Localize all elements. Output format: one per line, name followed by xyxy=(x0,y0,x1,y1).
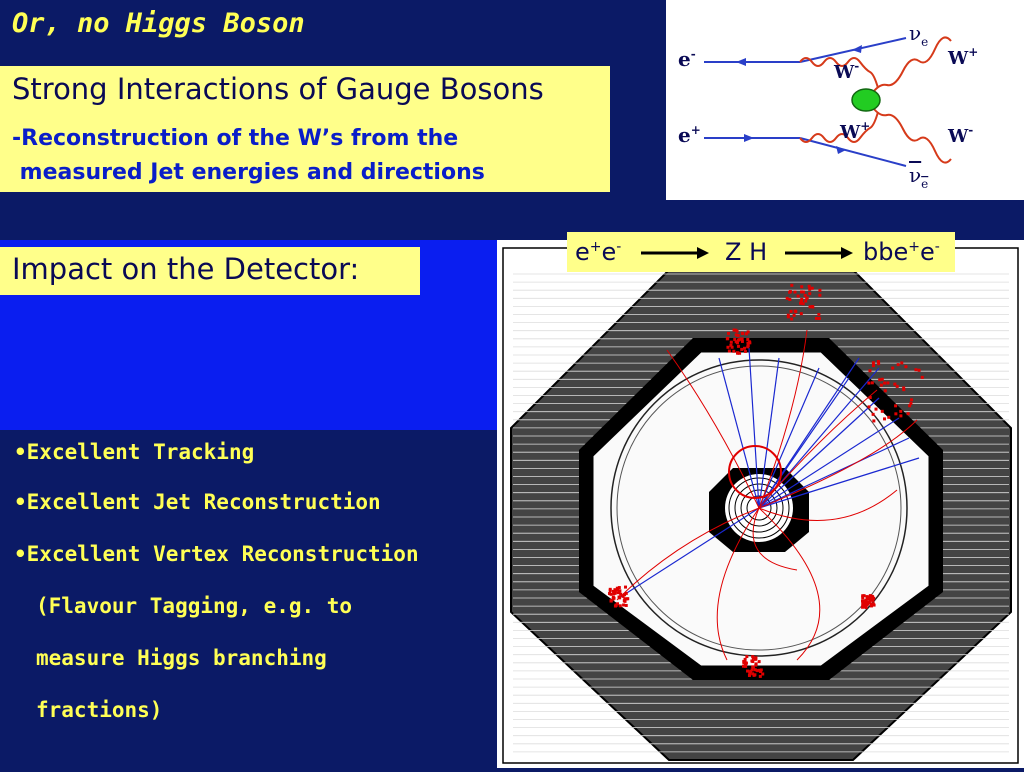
list-item-continuation: measure Higgs branching xyxy=(36,646,327,670)
vertex-layer-3 xyxy=(740,489,778,527)
reconstruction-line-1: -Reconstruction of the W’s from the xyxy=(12,126,459,151)
vertex-layer-1 xyxy=(728,477,790,539)
label-w-minus-in: W- xyxy=(833,59,859,83)
process-initial-state: e+e- xyxy=(575,238,622,266)
label-e-minus: e- xyxy=(678,47,696,71)
label-w-plus-out: W+ xyxy=(947,45,978,69)
neutrino-arrow xyxy=(852,45,862,53)
gauge-boson-box: Strong Interactions of Gauge Bosons -Rec… xyxy=(0,66,610,192)
reconstruction-text: -Reconstruction of the W’s from the meas… xyxy=(12,122,485,190)
w-minus-outgoing xyxy=(870,104,952,164)
antineutrino-line xyxy=(799,137,907,167)
tpc-inner-circle xyxy=(616,365,902,651)
vertex-layer-4 xyxy=(746,495,772,521)
list-item: •Excellent Tracking xyxy=(14,440,255,464)
detector-impact-box: Impact on the Detector: xyxy=(0,247,420,295)
detector-event-display xyxy=(497,240,1024,768)
detector-svg xyxy=(502,247,1019,764)
list-item-continuation: (Flavour Tagging, e.g. to xyxy=(36,594,353,618)
label-w-minus-out: W- xyxy=(947,123,973,147)
w-plus-outgoing xyxy=(870,36,952,96)
list-item-continuation: fractions) xyxy=(36,698,163,722)
vertex-blob xyxy=(851,88,881,112)
tpc-outer-circle xyxy=(610,359,908,657)
detector-impact-heading: Impact on the Detector: xyxy=(12,252,360,286)
gauge-boson-heading: Strong Interactions of Gauge Bosons xyxy=(12,72,544,106)
positron-arrow xyxy=(744,134,754,142)
feynman-diagram-svg: e- e+ νe νe W+ W- W- W+ xyxy=(678,21,978,191)
vertex-layer-2 xyxy=(734,483,784,533)
process-arrow-1 xyxy=(641,247,709,259)
label-nubar-e: νe xyxy=(909,163,928,191)
antineutrino-arrow xyxy=(836,146,846,154)
label-e-plus: e+ xyxy=(678,123,701,147)
label-nu-e: νe xyxy=(909,21,928,49)
reconstruction-line-2: measured Jet energies and directions xyxy=(12,160,485,185)
w-plus-internal xyxy=(799,111,879,143)
feynman-diagram: e- e+ νe νe W+ W- W- W+ xyxy=(666,0,1024,200)
process-final-state: bbe+e- xyxy=(863,238,940,266)
process-arrow-2 xyxy=(785,247,853,259)
label-w-plus-in: W+ xyxy=(839,119,870,143)
list-item: •Excellent Vertex Reconstruction xyxy=(14,542,419,566)
process-intermediate-state: Z H xyxy=(725,238,768,266)
calorimeter-hits xyxy=(608,283,924,678)
electron-arrow xyxy=(736,58,746,66)
w-minus-internal xyxy=(799,57,879,89)
slide-title: Or, no Higgs Boson xyxy=(12,8,305,39)
particle-tracks xyxy=(616,329,920,661)
list-item: •Excellent Jet Reconstruction xyxy=(14,490,381,514)
process-label-box: e+e- Z H bbe+e- xyxy=(567,232,955,272)
